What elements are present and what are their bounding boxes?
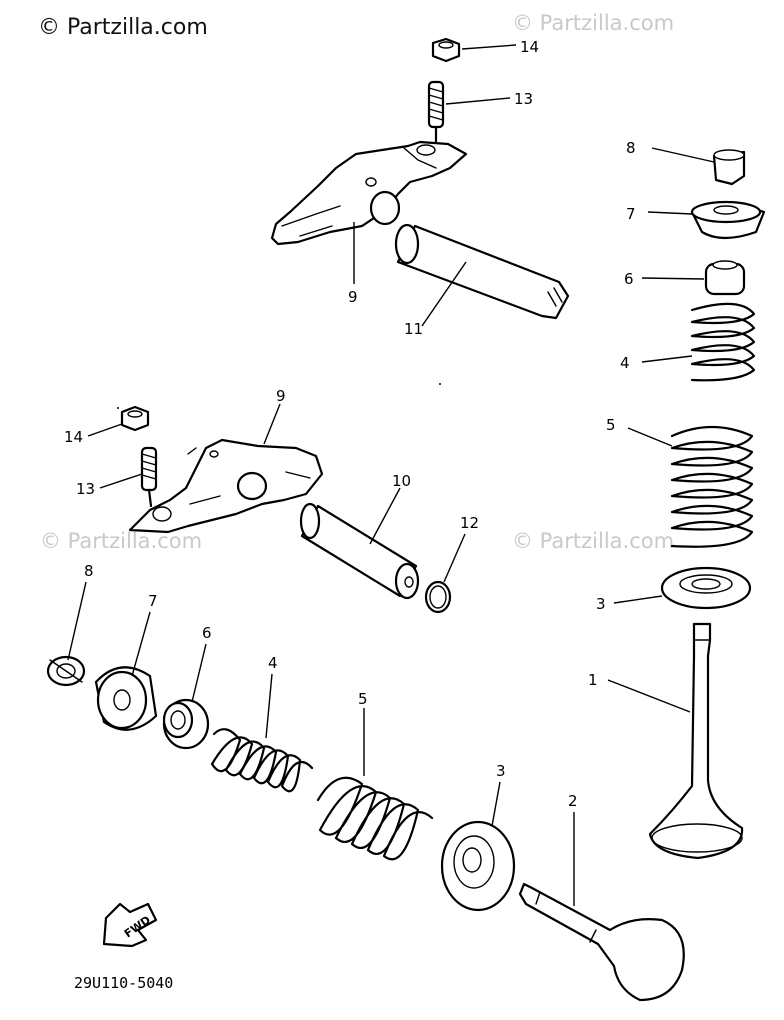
adjusting-nut-lower — [120, 405, 150, 432]
rocker-shaft-lower — [299, 502, 420, 600]
rocker-arm-upper — [270, 140, 468, 246]
seal-right — [704, 260, 746, 296]
callout-6-right: 6 — [624, 270, 634, 288]
callout-13-upper: 13 — [514, 90, 533, 108]
callout-1: 1 — [588, 671, 598, 689]
seat-left — [440, 820, 516, 912]
callout-14-upper: 14 — [520, 38, 539, 56]
callout-9-upper: 9 — [348, 288, 358, 306]
callout-7-left: 7 — [148, 592, 158, 610]
callout-12: 12 — [460, 514, 479, 532]
seat-right — [660, 566, 752, 610]
leader-lines — [67, 44, 715, 906]
outer-spring-right — [670, 425, 754, 548]
diagram-code: 29U110-5040 — [74, 974, 173, 992]
inner-spring-left — [210, 728, 314, 793]
valve-right — [648, 622, 744, 860]
valve-left — [518, 882, 685, 1002]
watermark-mid-right: © Partzilla.com — [512, 529, 674, 553]
cotter-right — [712, 149, 746, 186]
retainer-left — [94, 666, 158, 731]
callout-3-left: 3 — [496, 762, 506, 780]
callout-4-left: 4 — [268, 654, 278, 672]
scan-speck — [117, 407, 119, 409]
callout-8-left: 8 — [84, 562, 94, 580]
callout-2: 2 — [568, 792, 578, 810]
cotter-left — [46, 655, 86, 687]
callout-6-left: 6 — [202, 624, 212, 642]
adjusting-screw-upper — [427, 80, 445, 147]
rocker-shaft-upper — [394, 223, 570, 320]
seal-left — [162, 698, 210, 750]
watermark-mid-left: © Partzilla.com — [40, 529, 202, 553]
watermark-top-right: © Partzilla.com — [512, 11, 674, 35]
callout-5-right: 5 — [606, 416, 616, 434]
outer-spring-left — [316, 776, 434, 861]
scan-speck — [439, 383, 441, 385]
retainer-right — [690, 200, 766, 240]
rocker-arm-lower — [128, 438, 324, 534]
callout-4-right: 4 — [620, 354, 630, 372]
callout-10: 10 — [392, 472, 411, 490]
callout-7-right: 7 — [626, 205, 636, 223]
callout-3-right: 3 — [596, 595, 606, 613]
callout-8-right: 8 — [626, 139, 636, 157]
fwd-arrow-icon — [102, 902, 158, 948]
inner-spring-right — [690, 302, 756, 382]
callout-5-left: 5 — [358, 690, 368, 708]
callout-14-lower: 14 — [64, 428, 83, 446]
adjusting-screw-lower — [140, 446, 158, 508]
callout-13-lower: 13 — [76, 480, 95, 498]
callout-9-lower: 9 — [276, 387, 286, 405]
callout-11: 11 — [404, 320, 423, 338]
o-ring — [424, 580, 452, 614]
adjusting-nut-upper — [431, 37, 461, 63]
partzilla-logo: © Partzilla.com — [38, 15, 208, 40]
